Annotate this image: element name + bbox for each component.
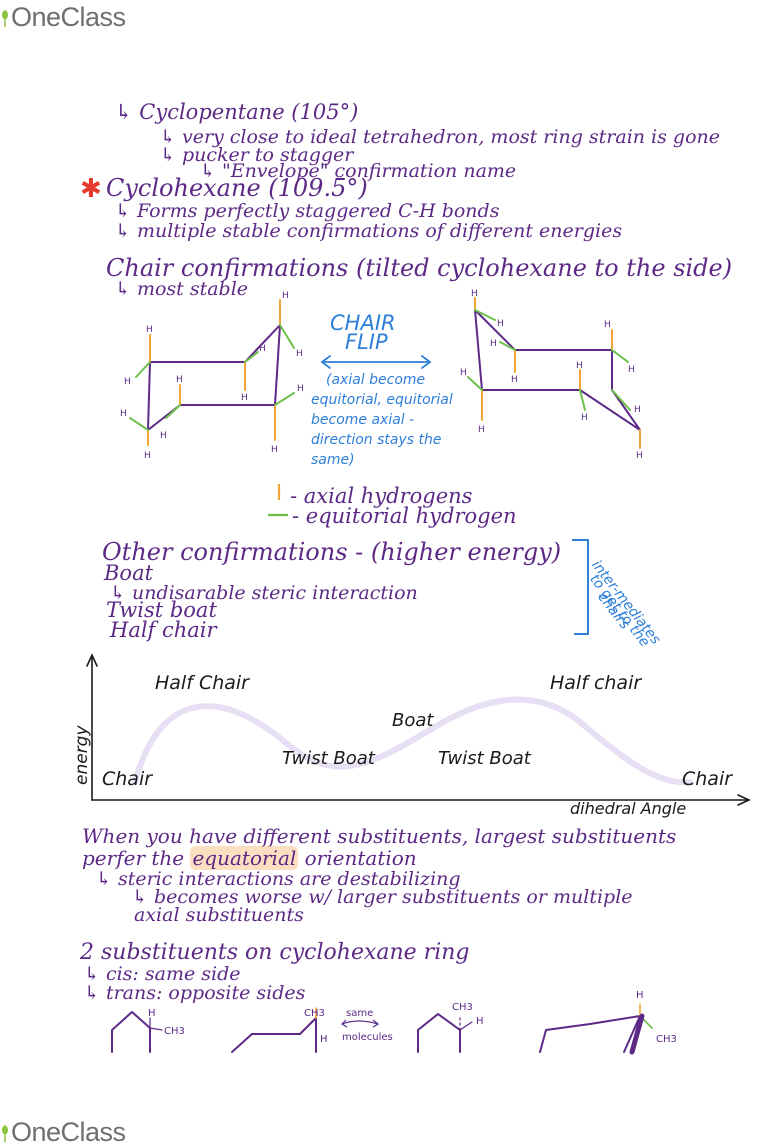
h-label: H (176, 375, 183, 385)
h-label: H (604, 320, 611, 330)
flip-title: CHAIR (330, 311, 396, 335)
cyclohexane-substituent-drawings (111, 1003, 653, 1055)
graph-boat: Boat (392, 710, 434, 731)
h-label: H (120, 409, 127, 419)
h-label: H (576, 361, 583, 371)
chair-left-drawing (129, 299, 295, 446)
oneclass-logo-bottom: OneClass (0, 1117, 126, 1148)
subst-line-2: perfer the equatorial orientation (82, 846, 417, 870)
graph-chair-right: Chair (682, 768, 733, 790)
intermediates-bracket (572, 539, 589, 635)
h-label: H (511, 375, 518, 385)
graph-ylabel: energy (72, 725, 92, 785)
chair-point: ↳ most stable (115, 278, 249, 300)
h-label: H (297, 384, 304, 394)
flip-note: direction stays the (311, 432, 442, 448)
h-label: H (148, 1008, 156, 1019)
h-label: H (636, 990, 644, 1001)
h-label: H (320, 1034, 328, 1045)
half-chair-label: Half chair (110, 618, 217, 642)
h-label: H (271, 445, 278, 455)
h-label: H (471, 289, 478, 299)
chair-heading: Chair confirmations (tilted cyclohexane … (106, 254, 733, 282)
flip-note: same) (311, 452, 355, 468)
chair-left-h-labels: H H H H H H H H H H H H (120, 291, 304, 461)
h-label: H (497, 319, 504, 329)
h-label: H (241, 393, 248, 403)
same-arrow (341, 1019, 380, 1028)
h-label: H (282, 291, 289, 301)
ch3-label: CH3 (304, 1008, 325, 1019)
other-heading: Other confirmations - (higher energy) (102, 538, 562, 566)
graph-twist-right: Twist Boat (438, 748, 531, 769)
h-label: H (490, 339, 497, 349)
star-icon: ✱ (80, 174, 102, 204)
twist-boat-label: Twist boat (106, 598, 217, 622)
leaf-icon (2, 9, 8, 27)
graph-twist-left: Twist Boat (282, 748, 375, 769)
graph-xlabel: dihedral Angle (570, 799, 687, 818)
h-label: H (146, 325, 153, 335)
equatorial-highlight: equatorial (190, 846, 299, 870)
substituent-labels: H CH3 CH3 H CH3 H H CH3 same molecules (148, 990, 677, 1045)
subst-line-1: When you have different substituents, la… (82, 824, 677, 848)
legend-equatorial: - equitorial hydrogen (292, 504, 517, 528)
cis-line: ↳ cis: same side (84, 963, 241, 985)
flip-note: become axial - (311, 412, 415, 428)
leaf-icon (2, 1124, 8, 1142)
legend-axial: - axial hydrogens (290, 484, 473, 508)
flip-note: equitorial, equitorial (311, 392, 453, 408)
h-label: H (478, 425, 485, 435)
cyclopentane-point: ↳ "Envelope" confirmation name (200, 160, 517, 182)
cyclopentane-point: ↳ very close to ideal tetrahedron, most … (160, 126, 721, 148)
cyclohexane-heading: Cyclohexane (109.5°) (106, 174, 368, 202)
ch3-label: CH3 (452, 1002, 473, 1013)
ch3-label: CH3 (164, 1026, 185, 1037)
two-subst-heading: 2 substituents on cyclohexane ring (80, 940, 470, 965)
cyclohexane-point: ↳ multiple stable confirmations of diffe… (115, 220, 623, 242)
energy-graph (86, 653, 751, 806)
h-label: H (160, 431, 167, 441)
subst-point: ↳ steric interactions are destabilizing (96, 868, 461, 890)
same-label: same (346, 1008, 373, 1019)
chair-right-h-labels: H H H H H H H H H H H H (460, 289, 643, 461)
h-label: H (581, 413, 588, 423)
subst-point: ↳ becomes worse w/ larger substituents o… (132, 886, 633, 908)
graph-half-chair-right: Half chair (550, 672, 642, 694)
brand-name: OneClass (11, 2, 126, 32)
h-label: H (460, 368, 467, 378)
subst-line-2a: perfer the (82, 846, 191, 870)
graph-chair-left: Chair (102, 768, 153, 790)
graph-half-chair-left: Half Chair (155, 672, 249, 694)
h-label: H (634, 405, 641, 415)
oneclass-logo-top: OneClass (0, 2, 126, 33)
cyclohexane-point: ↳ Forms perfectly staggered C-H bonds (115, 200, 500, 222)
same-label: molecules (342, 1032, 393, 1043)
flip-note: (axial become (326, 372, 426, 388)
subst-line-2b: orientation (298, 846, 417, 870)
h-label: H (628, 365, 635, 375)
h-label: H (476, 1016, 484, 1027)
brand-name: OneClass (11, 1117, 126, 1147)
flip-title: FLIP (345, 330, 388, 354)
boat-label: Boat (104, 561, 154, 585)
subst-point: axial substituents (134, 904, 304, 926)
h-label: H (259, 344, 266, 354)
h-label: H (636, 451, 643, 461)
ch3-label: CH3 (656, 1034, 677, 1045)
h-label: H (144, 451, 151, 461)
boat-point: ↳ undisarable steric interaction (110, 582, 418, 604)
flip-arrow (320, 355, 432, 369)
h-label: H (124, 377, 131, 387)
h-label: H (296, 349, 303, 359)
cyclopentane-point: ↳ pucker to stagger (160, 144, 354, 166)
trans-line: ↳ trans: opposite sides (84, 982, 306, 1004)
cyclopentane-line: ↳ Cyclopentane (105°) (115, 100, 359, 124)
chair-right-drawing (467, 297, 641, 449)
